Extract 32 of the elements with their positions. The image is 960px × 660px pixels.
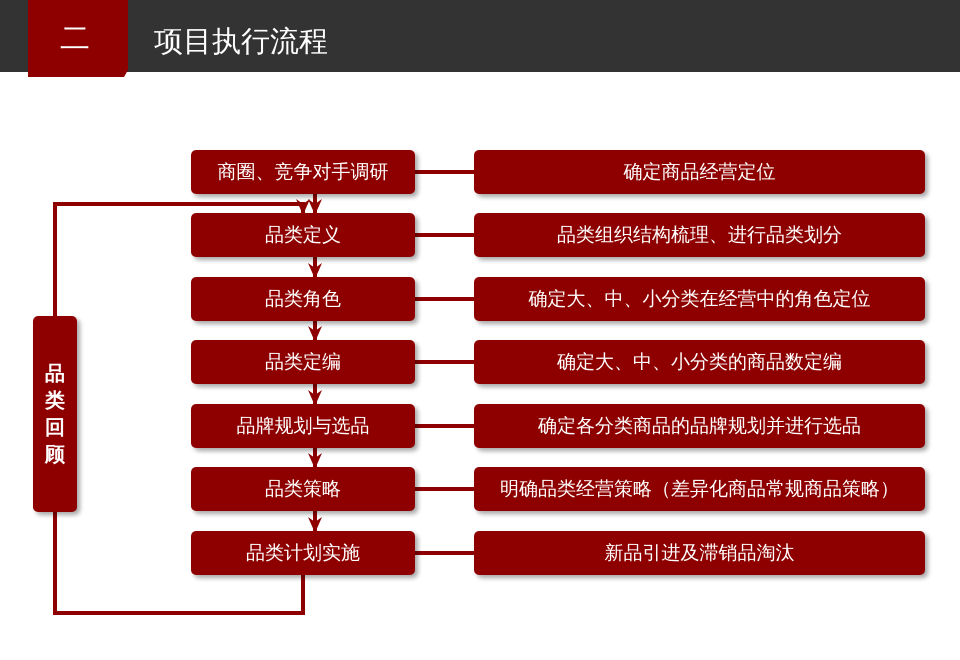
connector-line (415, 551, 474, 555)
connector-line (53, 512, 305, 615)
description-box: 确定各分类商品的品牌规划并进行选品 (474, 404, 925, 448)
connector-line (415, 297, 474, 301)
section-number: 二 (60, 20, 90, 58)
description-box: 确定大、中、小分类在经营中的角色定位 (474, 277, 925, 321)
connector-line (415, 424, 474, 428)
title: 项目执行流程 (154, 23, 328, 60)
arrow (308, 384, 322, 406)
step-box: 品类定编 (191, 340, 415, 384)
connector-line (415, 487, 474, 491)
description-box: 确定商品经营定位 (474, 150, 925, 194)
connector-line (415, 233, 474, 237)
arrow (308, 321, 322, 342)
step-box: 商圈、竞争对手调研 (191, 150, 415, 194)
connector-line (415, 360, 474, 364)
step-box: 品类角色 (191, 277, 415, 321)
review-box: 品类回顾 (33, 316, 77, 512)
description-box: 新品引进及滞销品淘汰 (474, 531, 925, 575)
step-box: 品类策略 (191, 467, 415, 511)
step-box: 品类计划实施 (191, 531, 415, 575)
description-box: 明确品类经营策略（差异化商品常规商品策略） (474, 467, 925, 511)
arrow (53, 199, 310, 316)
description-box: 品类组织结构梳理、进行品类划分 (474, 213, 925, 257)
arrow (308, 194, 322, 215)
arrow (308, 257, 322, 279)
arrow (308, 448, 322, 469)
step-box: 品类定义 (191, 213, 415, 257)
arrow (308, 511, 322, 533)
connector-line (415, 170, 474, 174)
step-box: 品牌规划与选品 (191, 404, 415, 448)
description-box: 确定大、中、小分类的商品数定编 (474, 340, 925, 384)
